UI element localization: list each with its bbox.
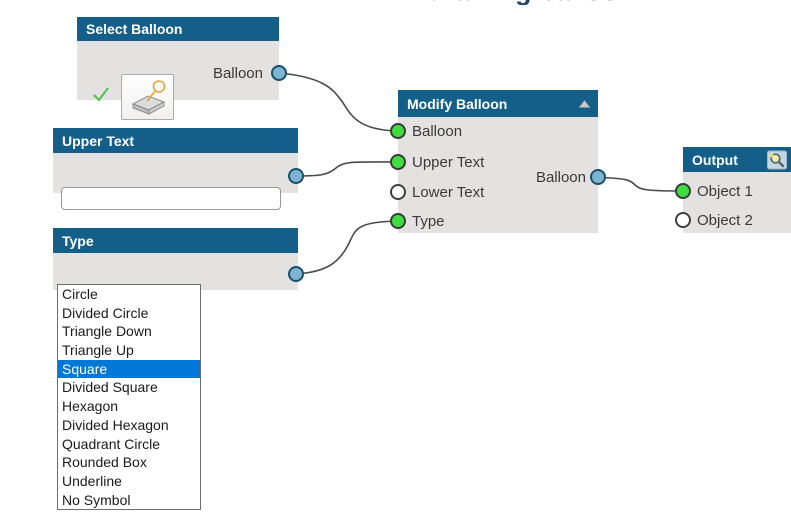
select-balloon-output-port[interactable] [271,65,287,81]
output-input-label: Object 1 [697,183,753,200]
node-title: Output [692,151,738,168]
modify-input-label: Upper Text [412,154,485,171]
modify-input-port-upper-text[interactable] [390,154,406,170]
node-output-body [683,172,791,233]
node-modify-balloon: Modify Balloon [398,90,598,233]
dropdown-option[interactable]: No Symbol [62,491,131,508]
modify-input-port-type[interactable] [390,213,406,229]
wire-uppertext-to-modify[interactable] [295,161,399,177]
node-modify-balloon-body [398,117,598,233]
modify-input-port-lower-text[interactable] [390,184,406,200]
type-output-port[interactable] [288,266,304,282]
modify-input-port-balloon[interactable] [390,123,406,139]
modify-input-label: Type [412,213,445,230]
modify-input-label: Balloon [412,123,463,140]
upper-text-input[interactable] [61,187,281,210]
output-input-port-object2[interactable] [675,212,691,228]
dropdown-option-selected[interactable]: Square [58,359,200,379]
node-upper-text: Upper Text [53,128,298,210]
node-output-header[interactable]: Output [683,147,791,172]
node-title: Modify Balloon [407,95,508,112]
node-upper-text-header[interactable]: Upper Text [53,128,298,153]
dropdown-option[interactable]: Rounded Box [62,454,147,471]
dropdown-option[interactable]: Hexagon [62,398,119,415]
node-title: Select Balloon [86,21,183,37]
upper-text-output-port[interactable] [288,168,304,184]
dropdown-option[interactable]: Triangle Up [62,342,134,359]
dropdown-option[interactable]: Triangle Down [62,323,152,340]
dropdown-option[interactable]: Divided Circle [62,304,149,321]
node-output: Output [683,147,791,233]
node-modify-balloon-header[interactable]: Modify Balloon [398,90,598,117]
success-check-icon [91,85,111,108]
modify-output-port[interactable] [590,169,606,185]
dropdown-option[interactable]: Divided Hexagon [62,416,169,433]
output-input-label: Object 2 [697,212,753,229]
preview-magnifier-icon[interactable] [767,150,787,169]
wire-type-to-modify[interactable] [295,220,399,275]
node-select-balloon-header[interactable]: Select Balloon [77,17,279,41]
dropdown-option[interactable]: Quadrant Circle [62,435,161,452]
select-balloon-button[interactable] [121,74,174,120]
dropdown-option[interactable]: Circle [62,286,98,302]
output-input-port-object1[interactable] [675,183,691,199]
balloon-tool-icon [131,80,165,115]
node-type: Type Circle [53,228,298,309]
node-title: Type [62,232,94,249]
modify-output-label: Balloon [535,169,586,186]
modify-input-label: Lower Text [412,184,485,201]
node-type-header[interactable]: Type [53,228,298,253]
wire-balloon-to-modify[interactable] [278,72,399,132]
collapse-node-icon[interactable] [578,99,591,108]
clipped-page-heading: drawing balloon [428,0,708,5]
type-dropdown-list: Circle Divided Circle Triangle Down Tria… [57,284,201,511]
node-select-balloon-body [77,41,279,120]
select-balloon-output-label: Balloon [212,65,263,82]
wire-modify-to-output[interactable] [597,176,684,192]
dropdown-option[interactable]: Underline [62,472,122,489]
node-upper-text-body [53,153,298,210]
node-select-balloon: Select Balloon [77,17,279,120]
dropdown-option[interactable]: Divided Square [62,379,158,396]
node-title: Upper Text [62,132,135,149]
